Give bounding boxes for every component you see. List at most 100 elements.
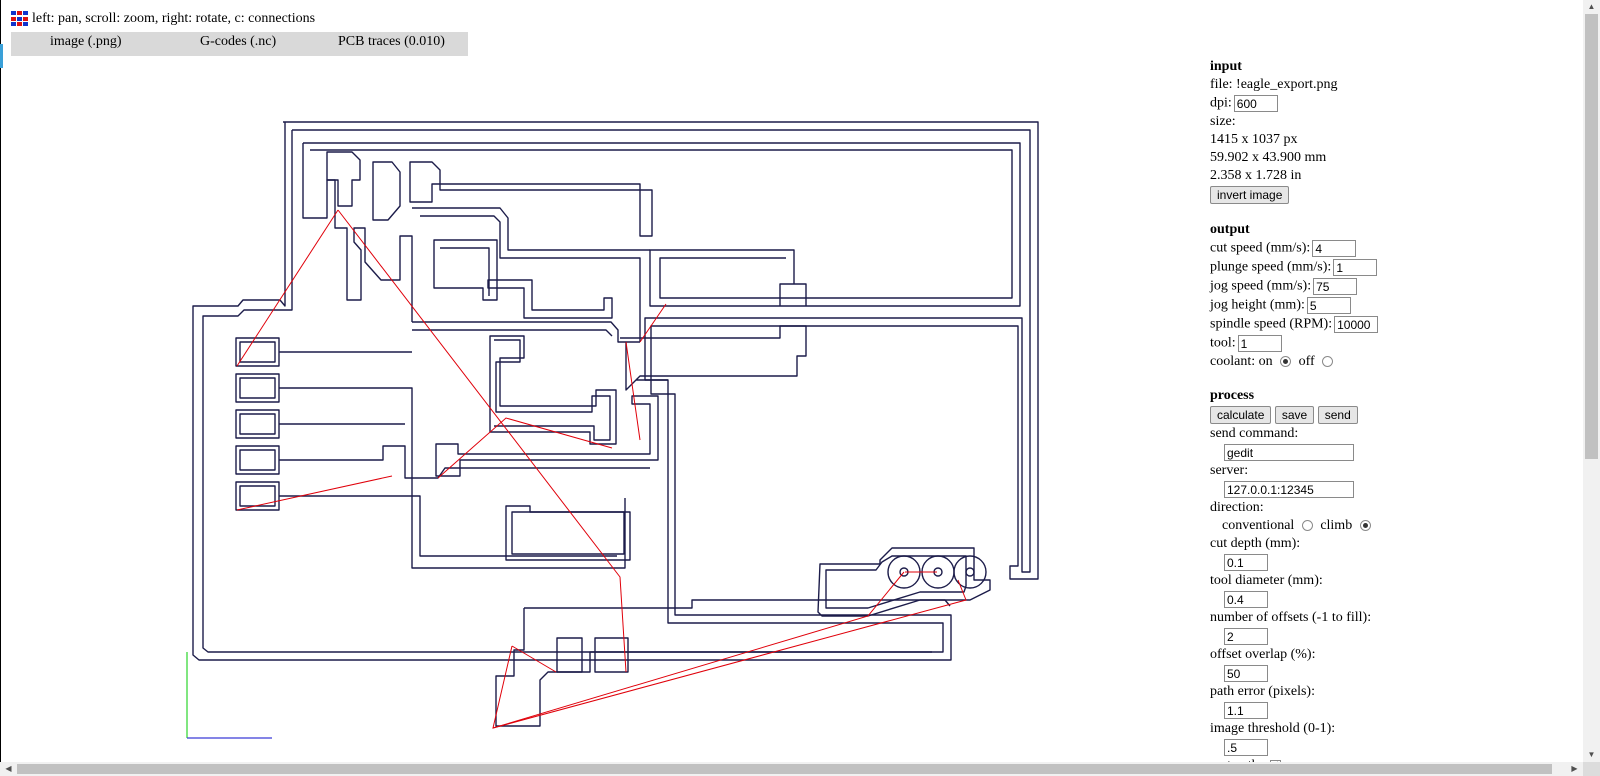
dpi-input[interactable]	[1233, 95, 1278, 112]
climb-radio[interactable]	[1359, 520, 1371, 532]
file-row: file: !eagle_export.png	[1210, 76, 1570, 94]
scroll-up-icon[interactable]: ▲	[1587, 2, 1596, 11]
hint-bar: left: pan, scroll: zoom, right: rotate, …	[11, 10, 315, 28]
size-label: size:	[1210, 114, 1236, 129]
toolpath-pad-2	[372, 161, 401, 221]
spindle-input[interactable]	[1334, 316, 1379, 333]
jog-speed-label: jog speed (mm/s):	[1210, 278, 1312, 294]
tool-diameter-label: tool diameter (mm):	[1210, 573, 1323, 588]
toolpath-board-outline	[192, 121, 1039, 661]
cut-speed-label: cut speed (mm/s):	[1210, 240, 1311, 256]
toolpath-pad-g	[817, 547, 991, 617]
coolant-on-label: on	[1258, 354, 1273, 369]
toolpath-hole-3-drill	[965, 567, 975, 577]
jog-height-input[interactable]	[1306, 297, 1351, 314]
process-section-title: process	[1210, 388, 1255, 403]
toolpath-header-5i	[239, 485, 276, 507]
connection-line	[236, 209, 339, 367]
toolpath-board-inner	[202, 129, 1031, 653]
climb-label: climb	[1320, 518, 1353, 533]
toolpath-bottom-chain	[495, 599, 951, 727]
send-button[interactable]: send	[1317, 406, 1358, 424]
path-error-input[interactable]	[1224, 702, 1268, 719]
tool-diameter-input[interactable]	[1224, 591, 1268, 608]
toolpath-header-4	[235, 445, 280, 475]
file-name: !eagle_export.png	[1236, 77, 1338, 92]
offsets-input[interactable]	[1224, 628, 1268, 645]
coolant-on-radio[interactable]	[1280, 356, 1292, 368]
input-section-title: input	[1210, 59, 1242, 74]
toolpath-center-right	[620, 325, 807, 391]
vertical-scrollbar[interactable]: ▲ ▼	[1583, 0, 1600, 762]
coolant-row: coolant: on off	[1210, 353, 1570, 371]
toolpath-pad-3	[409, 161, 653, 237]
tool-row: tool:	[1210, 334, 1570, 353]
scroll-right-icon[interactable]: ▶	[1571, 764, 1578, 773]
toolpath-channel-1	[412, 321, 640, 343]
threshold-input[interactable]	[1224, 739, 1268, 756]
pcb-toolpaths	[192, 121, 1039, 727]
toolpath-hole-3	[953, 555, 987, 589]
toolpath-mid-bus	[412, 207, 650, 251]
toolpath-channel-2	[412, 329, 613, 337]
toolpath-center-block-i	[494, 339, 611, 441]
threshold-label: image threshold (0-1):	[1210, 721, 1336, 736]
axes-gizmo	[186, 652, 272, 739]
toolpath-block-a	[433, 239, 498, 301]
toolpath-pad-e	[556, 637, 583, 673]
process-buttons: calculate save send	[1210, 405, 1570, 425]
jog-speed-row: jog speed (mm/s):	[1210, 277, 1570, 296]
server-input[interactable]	[1224, 481, 1354, 498]
tool-input[interactable]	[1237, 335, 1282, 352]
jog-speed-input[interactable]	[1313, 278, 1358, 295]
toolpath-center-block	[489, 335, 617, 445]
tab-gcodes-nc[interactable]: G-codes (.nc)	[200, 34, 277, 49]
invert-image-button[interactable]: invert image	[1210, 186, 1290, 204]
file-label: file:	[1210, 77, 1233, 92]
window-left-edge	[0, 0, 1, 776]
toolpath-header-2	[235, 373, 280, 403]
tab-pcb-traces[interactable]: PCB traces (0.010)	[338, 34, 445, 49]
overlap-input[interactable]	[1224, 665, 1268, 682]
spindle-row: spindle speed (RPM):	[1210, 315, 1570, 334]
dpi-label: dpi:	[1210, 95, 1232, 111]
toolpath-canvas[interactable]	[0, 60, 1120, 750]
horizontal-scroll-thumb[interactable]	[17, 764, 1552, 774]
tab-image-png[interactable]: image (.png)	[50, 34, 122, 49]
toolpath-top-bus-inner	[310, 149, 1013, 299]
conventional-radio[interactable]	[1301, 520, 1313, 532]
toolpath-left-strip	[302, 143, 413, 322]
plunge-speed-input[interactable]	[1333, 259, 1378, 276]
direction-row: conventional climb	[1210, 517, 1570, 535]
scroll-left-icon[interactable]: ◀	[5, 764, 12, 773]
coolant-off-radio[interactable]	[1322, 356, 1334, 368]
conventional-label: conventional	[1222, 518, 1295, 533]
toolpath-header-1i	[239, 341, 276, 363]
horizontal-scrollbar[interactable]: ◀ ▶	[0, 762, 1583, 776]
toolpath-pad-1	[326, 151, 361, 207]
size-mm: 59.902 x 43.900 mm	[1210, 150, 1327, 165]
cut-speed-input[interactable]	[1312, 240, 1357, 257]
section-gap	[1210, 371, 1570, 387]
toolpath-header-5	[235, 481, 280, 511]
calculate-button[interactable]: calculate	[1210, 406, 1272, 424]
send-command-input[interactable]	[1224, 444, 1354, 461]
save-button[interactable]: save	[1274, 406, 1315, 424]
overlap-label: offset overlap (%):	[1210, 647, 1316, 662]
scroll-down-icon[interactable]: ▼	[1587, 750, 1596, 759]
connection-line	[492, 579, 967, 729]
toolpath-pad-b	[487, 279, 613, 319]
toolpath-mid-bus-2	[420, 215, 641, 342]
server-label: server:	[1210, 463, 1249, 478]
toolpath-pad-f	[594, 637, 629, 673]
window-edge-highlight	[0, 44, 3, 68]
size-px: 1415 x 1037 px	[1210, 132, 1298, 147]
tool-label: tool:	[1210, 335, 1236, 351]
toolpath-pad-d-i	[511, 511, 625, 555]
cut-speed-row: cut speed (mm/s):	[1210, 239, 1570, 258]
cut-depth-input[interactable]	[1224, 554, 1268, 571]
toolpath-header-1	[235, 337, 280, 367]
toolpath-header-3i	[239, 413, 276, 435]
vertical-scroll-thumb[interactable]	[1585, 14, 1598, 459]
cut-depth-label: cut depth (mm):	[1210, 536, 1301, 551]
